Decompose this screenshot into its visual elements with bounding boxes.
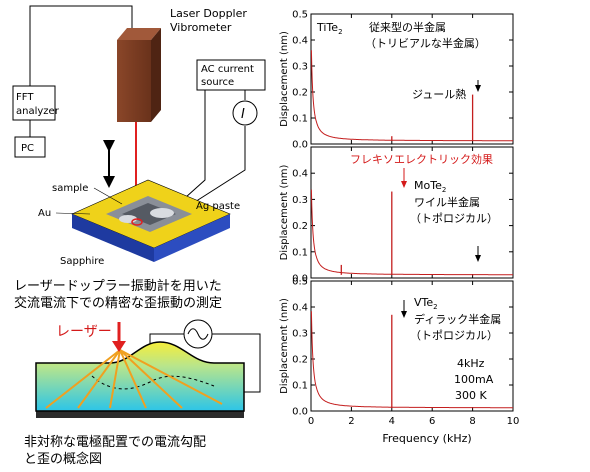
x-axis-label: Frequency (kHz) — [382, 432, 471, 445]
y-tick-label: 0.3 — [292, 62, 308, 73]
panel-1-frame — [310, 13, 514, 145]
y-tick-label: 0.3 — [292, 195, 308, 206]
wire-left — [175, 90, 206, 207]
panel1-joule: ジュール熱 — [412, 88, 466, 101]
panel2-material: MoTe2 — [414, 179, 446, 194]
concept-substrate — [36, 411, 244, 418]
concept-wire-2 — [212, 333, 261, 393]
vibrometer-label-1: Laser Doppler — [170, 7, 247, 20]
y-tick-label: 0.5 — [292, 277, 308, 288]
y-tick-label: 0.2 — [292, 355, 308, 366]
fft-analyzer-box — [12, 85, 56, 121]
y-tick-label: 0.1 — [292, 114, 308, 125]
x-tick-label: 2 — [348, 416, 354, 427]
panel1-material: TiTe2 — [316, 21, 343, 36]
ammeter-symbol: I — [241, 107, 245, 122]
sample-leader — [93, 187, 123, 205]
x-tick-label: 0 — [308, 416, 314, 427]
fft-label-1: FFT — [16, 92, 34, 103]
panel3-cond-1: 4kHz — [457, 357, 485, 370]
y-tick-label: 0.2 — [292, 221, 308, 232]
cable-vib-fft — [29, 5, 133, 86]
concept-ac-wave — [187, 328, 209, 340]
y-tick-label: 0.1 — [292, 247, 308, 258]
panel2-annot-2: （トポロジカル） — [410, 212, 498, 225]
joule-arrow-head — [475, 85, 481, 92]
trace-2 — [310, 189, 513, 276]
flexo-arrow-head — [401, 181, 407, 188]
sample-stage — [71, 179, 231, 262]
panel1-annot-1: 従来型の半金属 — [369, 20, 446, 34]
vibrometer-block — [117, 28, 161, 122]
x-tick-label: 10 — [507, 416, 520, 427]
panel2-8khz-arrow-head — [475, 255, 481, 262]
panel3-annot-1: ディラック半金属 — [414, 312, 501, 326]
trace-1 — [310, 50, 513, 142]
concept-laser-label: レーザー — [56, 324, 112, 340]
y-axis-label: Displacement (nm) — [279, 298, 290, 394]
concept-caption-1: 非対称な電極配置での電流勾配 — [24, 434, 206, 450]
y-tick-label: 0.5 — [292, 10, 308, 21]
ac-label-1: AC current — [201, 64, 254, 75]
concept-strain-curve — [91, 375, 215, 390]
sample-label: sample — [52, 183, 88, 194]
fft-label-2: analyzer — [16, 106, 60, 117]
ac-source-box — [196, 59, 266, 91]
x-tick-label: 4 — [389, 416, 395, 427]
ammeter-icon — [232, 100, 258, 126]
vibrometer-label-2: Vibrometer — [170, 21, 232, 34]
pc-label: PC — [21, 143, 34, 154]
panel-2-frame — [310, 146, 514, 279]
panel3-annot-2: （トポロジカル） — [410, 329, 498, 342]
y-tick-label: 0.1 — [292, 381, 308, 392]
x-tick-label: 8 — [469, 416, 475, 427]
panel2-headline: フレキソエレクトリック効果 — [350, 152, 493, 166]
ac-label-2: source — [201, 77, 234, 88]
concept-caption-2: と歪の概念図 — [24, 451, 102, 467]
panel3-material: VTe2 — [414, 296, 438, 311]
y-tick-label: 0.0 — [292, 407, 308, 418]
concept-laser-arrowhead — [112, 341, 126, 352]
panel-3-frame — [310, 280, 514, 412]
pc-box — [14, 136, 46, 158]
panel3-arrow-head — [401, 311, 407, 318]
wire-right-2 — [175, 126, 246, 215]
panel3-cond-2: 100mA — [454, 373, 494, 386]
panel2-annot-1: ワイル半金属 — [414, 195, 480, 209]
setup-caption-1: レーザードップラー振動計を用いた — [14, 278, 222, 294]
concept-diagram: レーザー 非対称な電極配置での電流勾配 と歪の概念図 — [24, 319, 261, 467]
concept-body — [35, 341, 245, 412]
setup-diagram: Laser Doppler Vibrometer FFT analyzer PC… — [12, 5, 266, 311]
current-rays — [45, 349, 223, 409]
trace-3 — [310, 311, 513, 409]
y-axis-label: Displacement (nm) — [279, 31, 290, 127]
ag-paste-label: Ag paste — [196, 201, 240, 212]
setup-caption-2: 交流電流下での精密な歪振動の測定 — [14, 295, 222, 311]
concept-wire — [149, 333, 184, 344]
y-tick-label: 0.0 — [292, 274, 308, 285]
y-tick-label: 0.4 — [292, 303, 308, 314]
panel1-annot-2: （トリビアルな半金属） — [365, 36, 486, 50]
x-tick-label: 6 — [429, 416, 435, 427]
sapphire-label: Sapphire — [60, 256, 104, 267]
y-tick-label: 0.2 — [292, 88, 308, 99]
y-tick-label: 0.4 — [292, 169, 308, 180]
y-tick-label: 0.0 — [292, 140, 308, 151]
y-tick-label: 0.3 — [292, 329, 308, 340]
y-tick-label: 0.4 — [292, 36, 308, 47]
panel3-cond-3: 300 K — [455, 389, 487, 402]
au-leader — [55, 212, 91, 215]
y-axis-label: Displacement (nm) — [279, 165, 290, 261]
au-label: Au — [38, 208, 51, 219]
